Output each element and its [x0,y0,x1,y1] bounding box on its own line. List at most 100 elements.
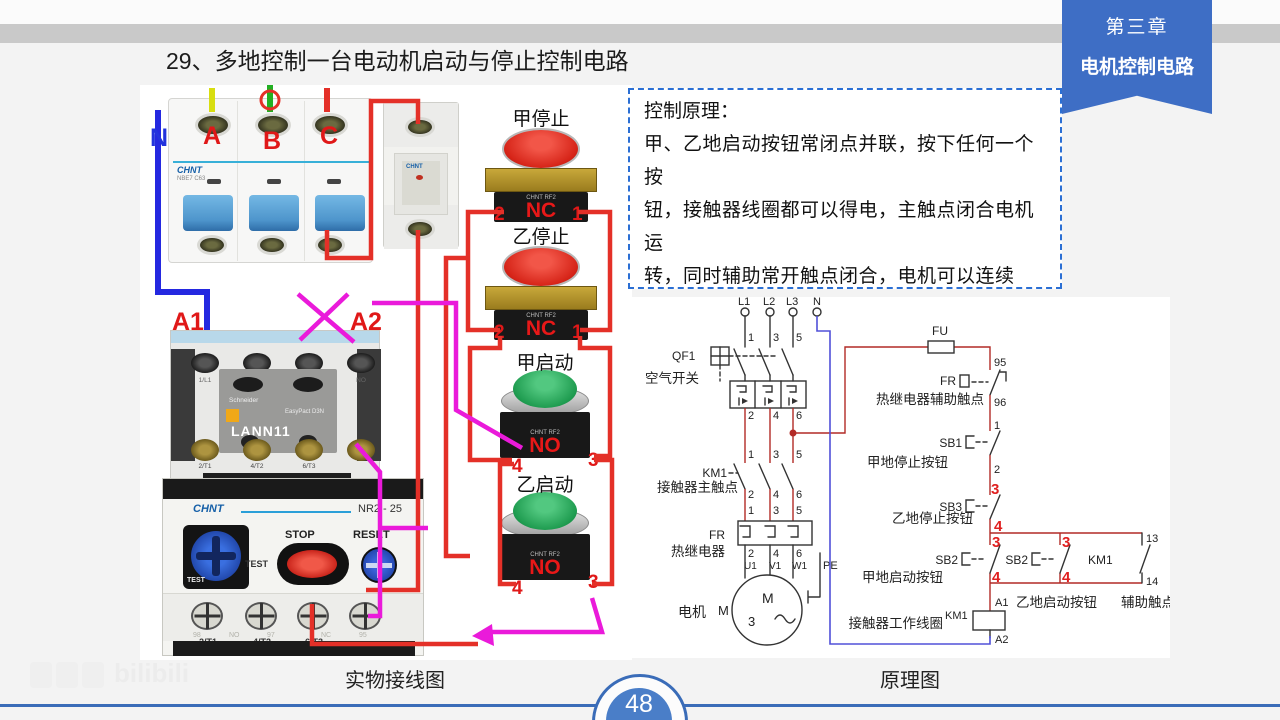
contactor-terminal-label: NO [356,377,366,384]
contactor-brass-screw [243,439,271,461]
pole-number: 1 [748,332,754,344]
label-n: N [813,297,821,308]
t2: 2 [994,464,1000,476]
label-l3: L3 [786,297,798,308]
label-motor: 电机 [678,604,706,620]
relay-dial-housing: TEST [183,525,249,589]
label-sb1: SB1 [939,436,962,450]
relay-terminal-screw [297,602,329,630]
label-phase-b: B [263,127,282,155]
label-sb2b-name: 乙地启动按钮 [1016,595,1097,610]
principle-box: 控制原理： 甲、乙地启动按钮常闭点并联，按下任何一个按 钮，接触器线圈都可以得电… [628,88,1062,419]
label-coil-name: 接触器工作线圈 [849,615,944,631]
schematic-control-rung: FU 95 FR 热继电器辅助触点 96 1 SB1 甲地停止按钮 2 3 [793,324,1170,646]
label-coil-tag: KM1 [945,610,968,622]
t13: 13 [1146,533,1158,545]
terminal-number: 1 [572,322,583,343]
ta2: A2 [995,634,1008,646]
pole-number: 5 [796,505,802,517]
breaker-handle [183,195,233,231]
button-base-brand: CHNT RF2 [530,552,560,558]
schematic-diagram: L1 L2 L3 N 1 3 5 QF1 空气开关 2 4 [645,297,1170,646]
label-v1: V1 [769,561,782,572]
schematic-fr-thermal: FR 热继电器 2 4 6 U1 V1 W1 PE [671,520,838,604]
start-button-a: 甲启动 CHNT RF2 NO 4 3 [490,348,600,480]
pole-number: 6 [796,489,802,501]
pole-number: 4 [773,410,779,422]
relay-stop-button [287,550,337,578]
label-fu: FU [932,324,948,338]
aux-block-screw [293,377,323,392]
caption-wiring: 实物接线图 [345,670,445,692]
green-button-cap [513,492,577,530]
caption-schematic: 原理图 [880,670,940,692]
relay-reset-label: RESET [353,529,390,541]
motor-3: 3 [748,614,755,629]
r3: 3 [992,534,1000,551]
label-l2: L2 [763,297,775,308]
breaker-divider [237,101,238,261]
pole-number: 4 [773,548,779,560]
aux-block-brand: Schneider [229,397,259,404]
relay-terminal-screw [349,602,381,630]
label-a1: A1 [172,308,204,336]
t95: 95 [994,357,1006,369]
breaker-brand: CHNT [177,165,202,175]
chapter-title: 电机控制电路 [1079,57,1194,78]
label-fr-aux-name: 热继电器辅助触点 [876,392,984,407]
r4: 4 [994,518,1003,535]
red-button-cap [502,128,580,170]
aux-block-series: EasyPact D3N [285,409,325,415]
label-a2: A2 [350,308,382,336]
contactor: 1/L1 3/L2 5/L3 NO Schneider EasyPact D3N… [170,330,381,497]
label-l1: L1 [738,297,750,308]
contactor-brass-screw [191,439,219,461]
watermark-glyph [82,662,104,688]
label-fr-aux: FR [940,374,956,388]
relay-current-dial [191,531,241,581]
relay-reset-button [361,547,397,583]
relay-terminal-screw [245,602,277,630]
button-label: 甲停止 [512,109,570,130]
circuit-breaker: CHNT NBE7 C63 [168,98,373,263]
schematic-panel [632,297,1170,658]
contact-type-label: NC [525,199,557,222]
label-qf1: QF1 [672,349,696,363]
label-main-contacts: 接触器主触点 [657,479,738,495]
chapter-number: 第三章 [1105,17,1169,38]
label-sb2b: SB2 [1005,553,1028,567]
button-base: CHNT RF2 NO [500,534,590,580]
relay-accent-line [241,511,351,513]
label-motor-m: M [718,603,729,618]
start-button-b: 乙启动 CHNT RF2 NO 4 3 [490,470,600,602]
aux-block-model: LANN11 [231,423,291,439]
breaker-handle [249,195,299,231]
contact-type-label: NO [529,434,561,457]
contactor-side-block [171,349,195,461]
top-gray-stripe [0,24,1280,43]
relay-terminal-strip: 98 NO 97 NC 95 [163,593,423,641]
pole-number: 5 [796,332,802,344]
breaker-terminal-screw [315,235,345,255]
label-thermal-relay: 热继电器 [671,544,725,559]
schematic-qf1-breaker: QF1 空气开关 2 4 6 [645,346,807,422]
label-sb1-name: 甲地停止按钮 [867,454,948,470]
page-title: 29、多地控制一台电动机启动与停止控制电路 [166,48,629,74]
fuse-holder: CHNT [383,102,459,249]
breaker-terminal-screw [255,113,291,137]
relay-test-label: TEST [245,559,269,569]
relay-top-strip [163,479,423,499]
principle-heading: 控制原理： [644,101,740,122]
t96: 96 [994,397,1006,409]
relay-mark: NO [229,632,240,639]
contact-type-label: NO [529,556,561,579]
terminal-number: 3 [588,572,599,593]
label-sb3: SB3 [939,500,962,514]
stop-button-b: 乙停止 CHNT RF2 NC 2 1 [485,222,597,354]
fuse-terminal-screw [405,117,435,137]
green-button-cap [513,370,577,408]
breaker-model: NBE7 C63 [177,176,206,182]
pole-number: 3 [773,449,779,461]
label-air-switch: 空气开关 [645,371,699,386]
label-sb3-name: 乙地停止按钮 [892,510,973,526]
